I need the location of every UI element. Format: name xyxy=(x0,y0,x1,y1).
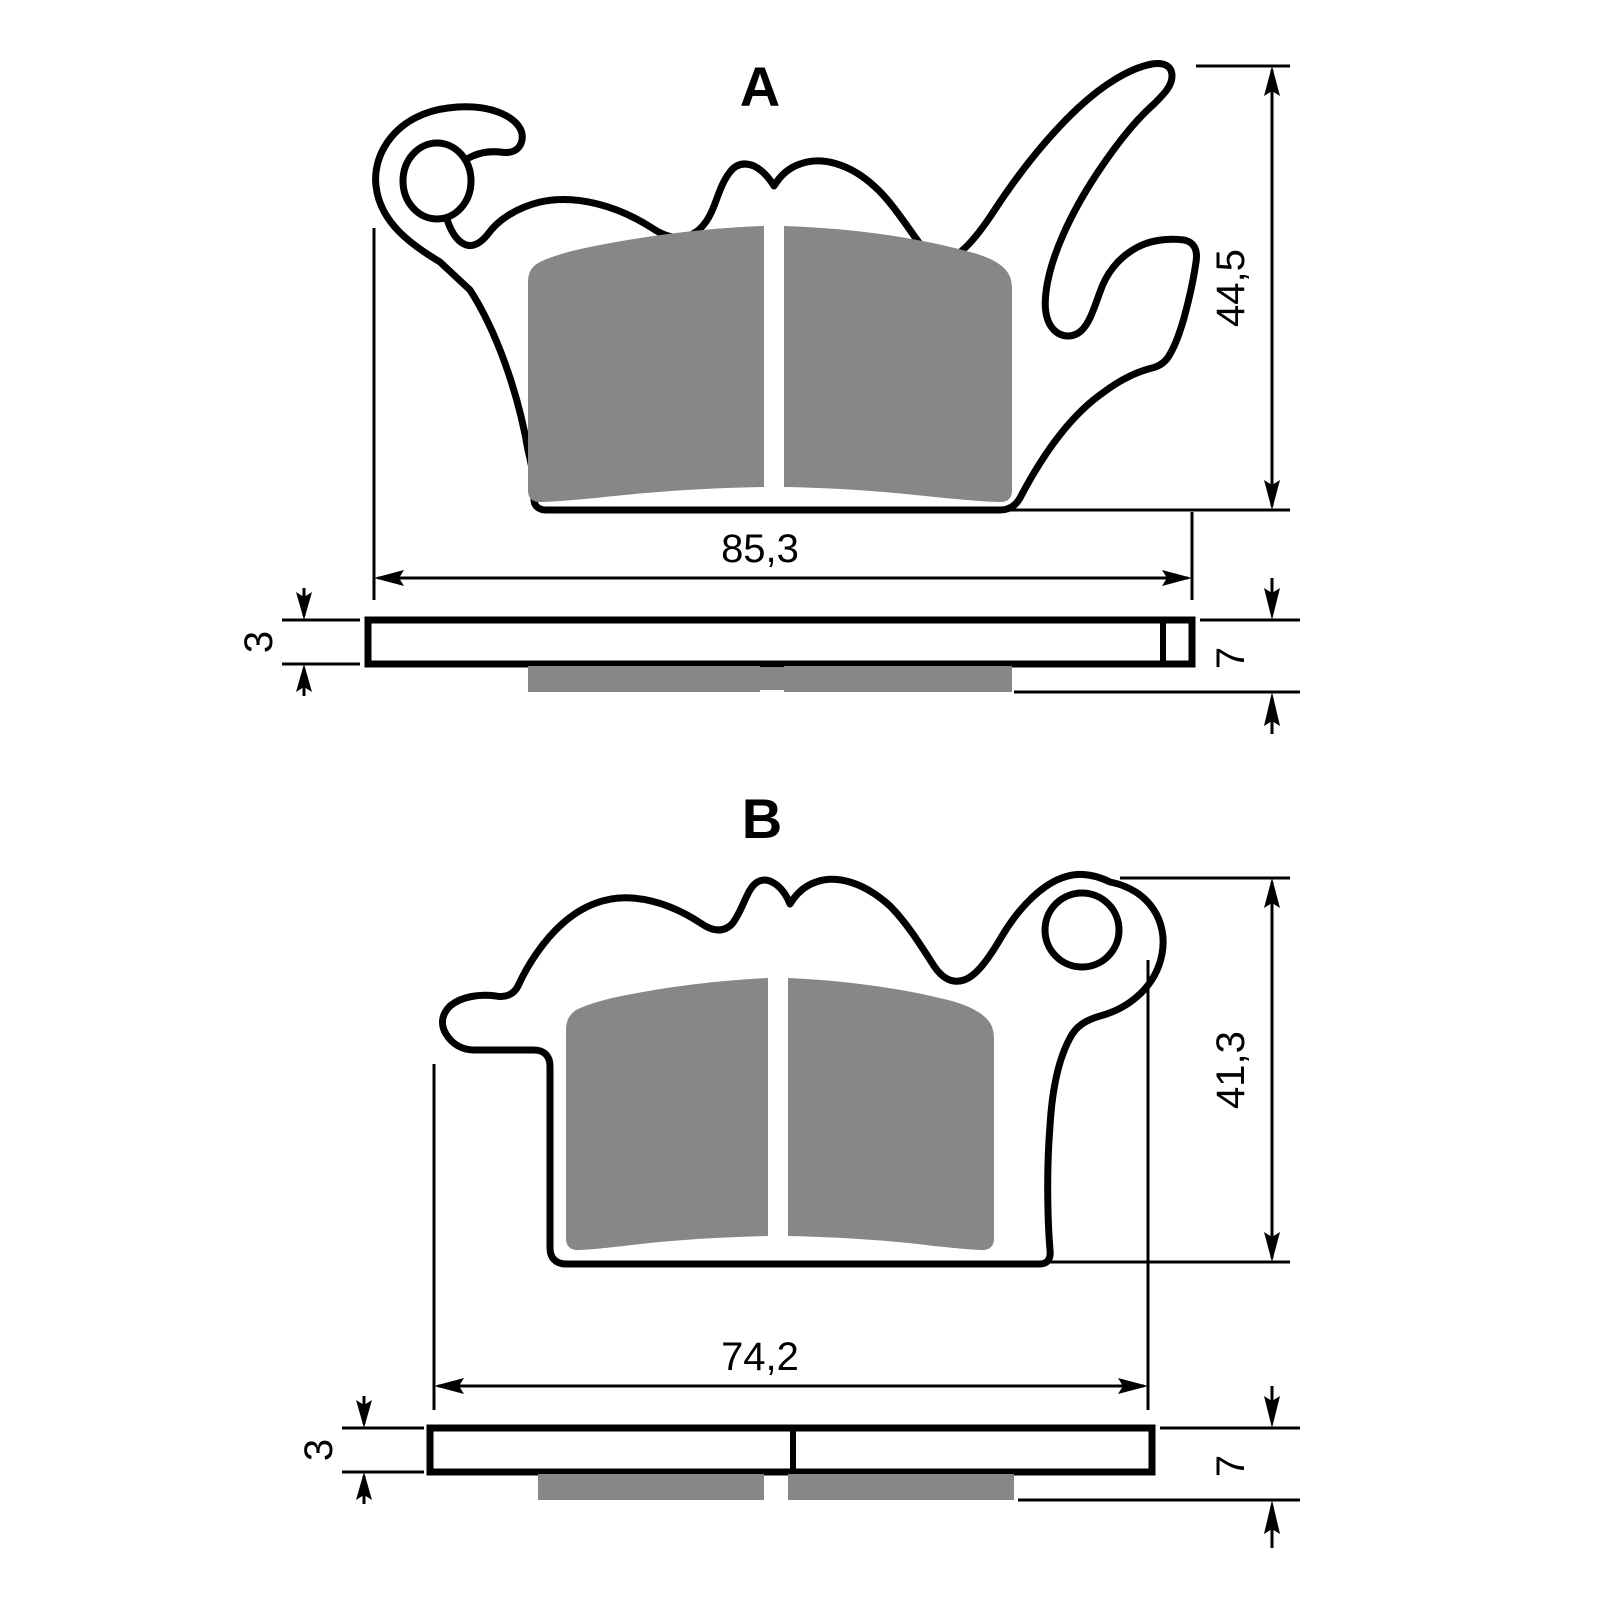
dim-b-width: 74,2 xyxy=(432,960,1150,1410)
part-a-side-friction-left xyxy=(528,666,760,692)
dim-a-width-text: 85,3 xyxy=(721,527,799,571)
dim-a-total: 7 xyxy=(1014,578,1300,734)
part-a-side-view xyxy=(364,616,1196,692)
dim-b-width-text: 74,2 xyxy=(721,1335,799,1379)
dim-b-total-text: 7 xyxy=(1209,1455,1253,1477)
dim-a-backing-arrow-bottom xyxy=(296,664,312,692)
dim-a-backing-arrow-top xyxy=(296,592,312,620)
part-b-label: B xyxy=(742,787,782,850)
dim-a-total-text: 7 xyxy=(1209,647,1253,669)
dim-a-width: 85,3 xyxy=(372,228,1194,600)
dim-b-backing: 3 xyxy=(297,1396,424,1504)
dim-a-height: 44,5 xyxy=(1010,64,1290,512)
part-a-mounting-hole xyxy=(399,139,475,223)
part-a-label: A xyxy=(740,55,780,118)
part-b-side-friction-right xyxy=(788,1474,1014,1500)
part-a-friction-left xyxy=(528,226,764,502)
part-b-front-view xyxy=(439,870,1167,1268)
part-b-side-friction-left xyxy=(538,1474,764,1500)
dim-b-height: 41,3 xyxy=(1046,876,1290,1264)
dim-b-backing-arrow-top xyxy=(356,1400,372,1428)
dim-b-height-text: 41,3 xyxy=(1209,1031,1253,1109)
dim-a-backing-text: 3 xyxy=(237,631,281,653)
part-a-front-view xyxy=(372,60,1200,514)
dim-b-total-arrow-top xyxy=(1264,1396,1280,1428)
dim-b-backing-arrow-bottom xyxy=(356,1472,372,1500)
part-b-friction-left xyxy=(566,978,768,1250)
part-b-side-view xyxy=(426,1424,1156,1500)
dim-a-height-text: 44,5 xyxy=(1209,249,1253,327)
part-a-backing-plate xyxy=(364,616,1196,668)
part-b-friction-right xyxy=(788,978,994,1250)
dim-b-total-arrow-bottom xyxy=(1264,1500,1280,1534)
dim-b-total: 7 xyxy=(1018,1386,1300,1548)
dim-a-total-arrow-bottom xyxy=(1264,692,1280,726)
dim-a-backing: 3 xyxy=(237,588,360,696)
part-a-friction-right xyxy=(784,226,1012,502)
part-b-mounting-hole xyxy=(1041,889,1123,971)
dim-b-backing-text: 3 xyxy=(297,1439,341,1461)
part-a-side-friction-right xyxy=(784,666,1012,692)
dim-a-total-arrow-top xyxy=(1264,588,1280,620)
